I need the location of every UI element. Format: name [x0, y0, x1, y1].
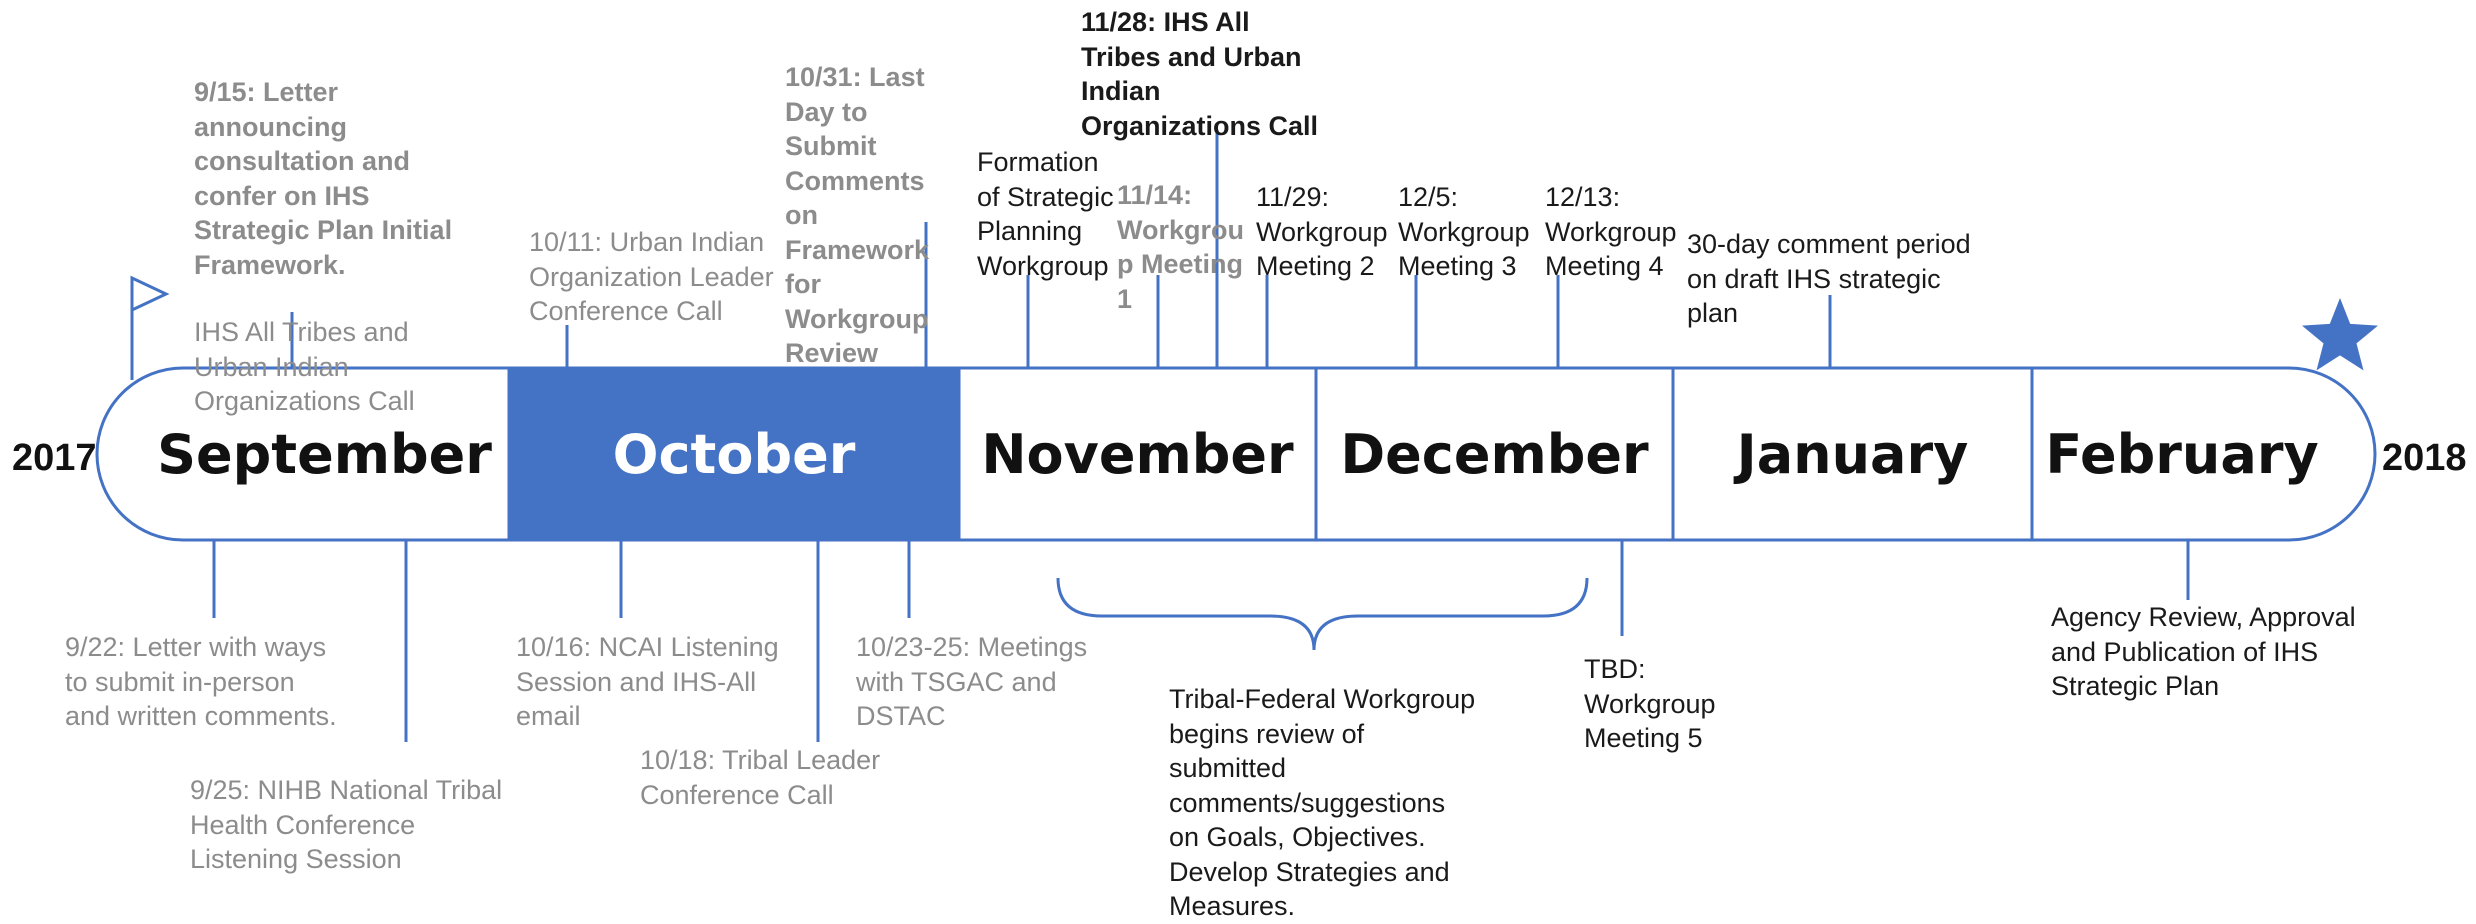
event-1016-ncai-session: 10/16: NCAI Listening Session and IHS-Al…: [516, 632, 779, 731]
month-december: December: [1340, 422, 1649, 486]
event-1128-all-tribes-call: 11/28: IHS All Tribes and Urban Indian O…: [1081, 7, 1319, 141]
month-february: February: [2045, 422, 2319, 486]
event-1023-tsgac-dstac: 10/23-25: Meetings with TSGAC and DSTAC: [856, 632, 1088, 731]
event-1031-comments-deadline: 10/31: Last Day to Submit Comments on Fr…: [785, 62, 930, 368]
event-agency-review: Agency Review, Approval and Publication …: [2051, 602, 2356, 701]
end-year: 2018: [2382, 437, 2467, 479]
event-workgroup-review: Tribal-Federal Workgroup begins review o…: [1169, 684, 1476, 921]
month-january: January: [1736, 422, 1969, 486]
start-year: 2017: [12, 437, 97, 479]
event-1129-meeting-2: 11/29: Workgroup Meeting 2: [1256, 182, 1388, 281]
workgroup-brace: [1056, 577, 1589, 651]
flag-icon: [130, 275, 170, 380]
timeline-band: [95, 366, 2377, 542]
event-0915-call: IHS All Tribes and Urban Indian Organiza…: [194, 317, 415, 416]
event-1114-meeting-1: 11/14: Workgrou p Meeting 1: [1117, 180, 1244, 314]
event-0922-letter: 9/22: Letter with ways to submit in-pers…: [65, 632, 337, 731]
event-1205-meeting-3: 12/5: Workgroup Meeting 3: [1398, 182, 1530, 281]
event-1018-tribal-leader-call: 10/18: Tribal Leader Conference Call: [640, 745, 881, 810]
event-0925-nihb-session: 9/25: NIHB National Tribal Health Confer…: [190, 775, 503, 874]
month-september: September: [157, 422, 492, 486]
event-connectors: [212, 130, 2190, 742]
event-1213-meeting-4: 12/13: Workgroup Meeting 4: [1545, 182, 1677, 281]
event-comment-period: 30-day comment period on draft IHS strat…: [1687, 229, 1971, 328]
month-november: November: [981, 422, 1294, 486]
event-workgroup-formation: Formation of Strategic Planning Workgrou…: [977, 147, 1114, 281]
event-0915-letter: 9/15: Letter announcing consultation and…: [194, 77, 453, 280]
event-tbd-meeting-5: TBD: Workgroup Meeting 5: [1584, 654, 1716, 753]
october-highlight: [509, 368, 959, 540]
month-october: October: [612, 422, 856, 486]
month-dividers: [507, 368, 2034, 540]
event-1011-urban-call: 10/11: Urban Indian Organization Leader …: [529, 227, 774, 326]
star-icon: [2302, 298, 2378, 371]
